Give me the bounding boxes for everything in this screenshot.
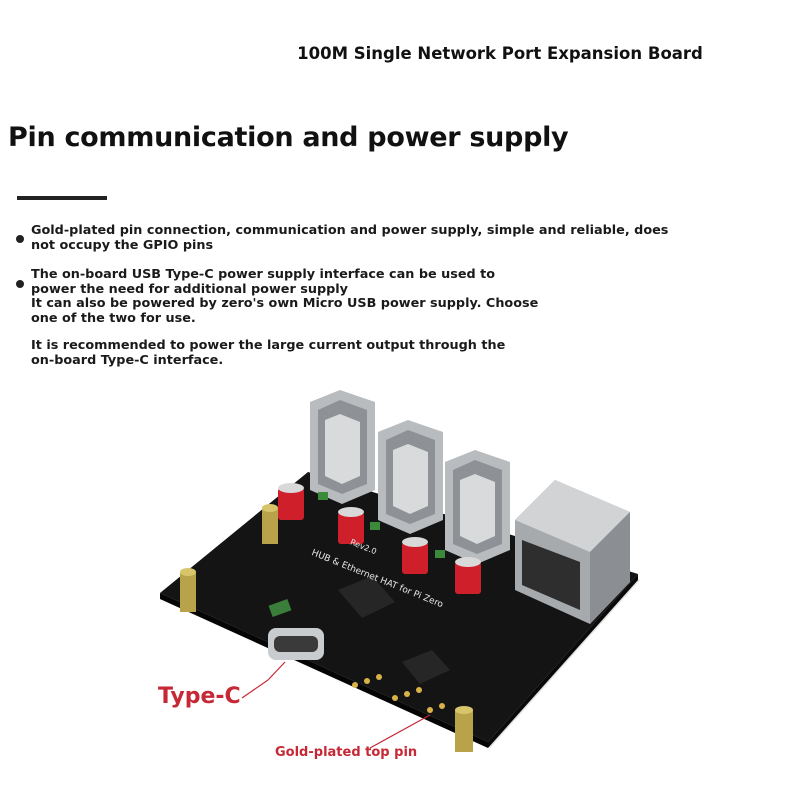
bullet-dot-1 bbox=[16, 235, 24, 243]
typec-callout-tail bbox=[267, 661, 286, 681]
pin-callout-line bbox=[369, 714, 431, 749]
feature-text-2b: It can also be powered by zero's own Mic… bbox=[31, 296, 539, 326]
usb-a-port-2 bbox=[378, 420, 443, 534]
section-heading: Pin communication and power supply bbox=[8, 122, 569, 153]
feature-text-3: It is recommended to power the large cur… bbox=[31, 338, 506, 368]
standoff-front-right bbox=[455, 706, 473, 752]
capacitor-3 bbox=[402, 537, 428, 574]
typec-callout-label: Type-C bbox=[158, 684, 241, 709]
bullet-dot-2 bbox=[16, 280, 24, 288]
feature-text-1: Gold-plated pin connection, communicatio… bbox=[31, 223, 669, 253]
capacitor-4 bbox=[455, 557, 481, 594]
fuse-component bbox=[268, 598, 292, 618]
gold-plated-pins bbox=[352, 674, 445, 713]
heading-divider bbox=[17, 196, 107, 200]
usb-a-port-3 bbox=[445, 450, 510, 564]
capacitor-1 bbox=[278, 483, 304, 520]
rj45-ethernet-jack bbox=[515, 480, 630, 624]
expansion-board-photo: HUB & Ethernet HAT for Pi Zero Rev2.0 bbox=[160, 390, 640, 752]
capacitor-2 bbox=[338, 507, 364, 544]
standoff-back-left bbox=[262, 504, 278, 544]
usb-type-c-port bbox=[268, 628, 324, 660]
standoff-front-left bbox=[180, 568, 196, 612]
page-title: 100M Single Network Port Expansion Board bbox=[297, 44, 703, 63]
gold-pin-callout-label: Gold-plated top pin bbox=[275, 745, 418, 760]
feature-text-2a: The on-board USB Type-C power supply int… bbox=[31, 267, 496, 297]
ethernet-chip bbox=[402, 650, 450, 684]
usb-a-port-1 bbox=[310, 390, 375, 504]
hub-chip bbox=[338, 576, 395, 618]
typec-callout-line bbox=[241, 679, 269, 699]
